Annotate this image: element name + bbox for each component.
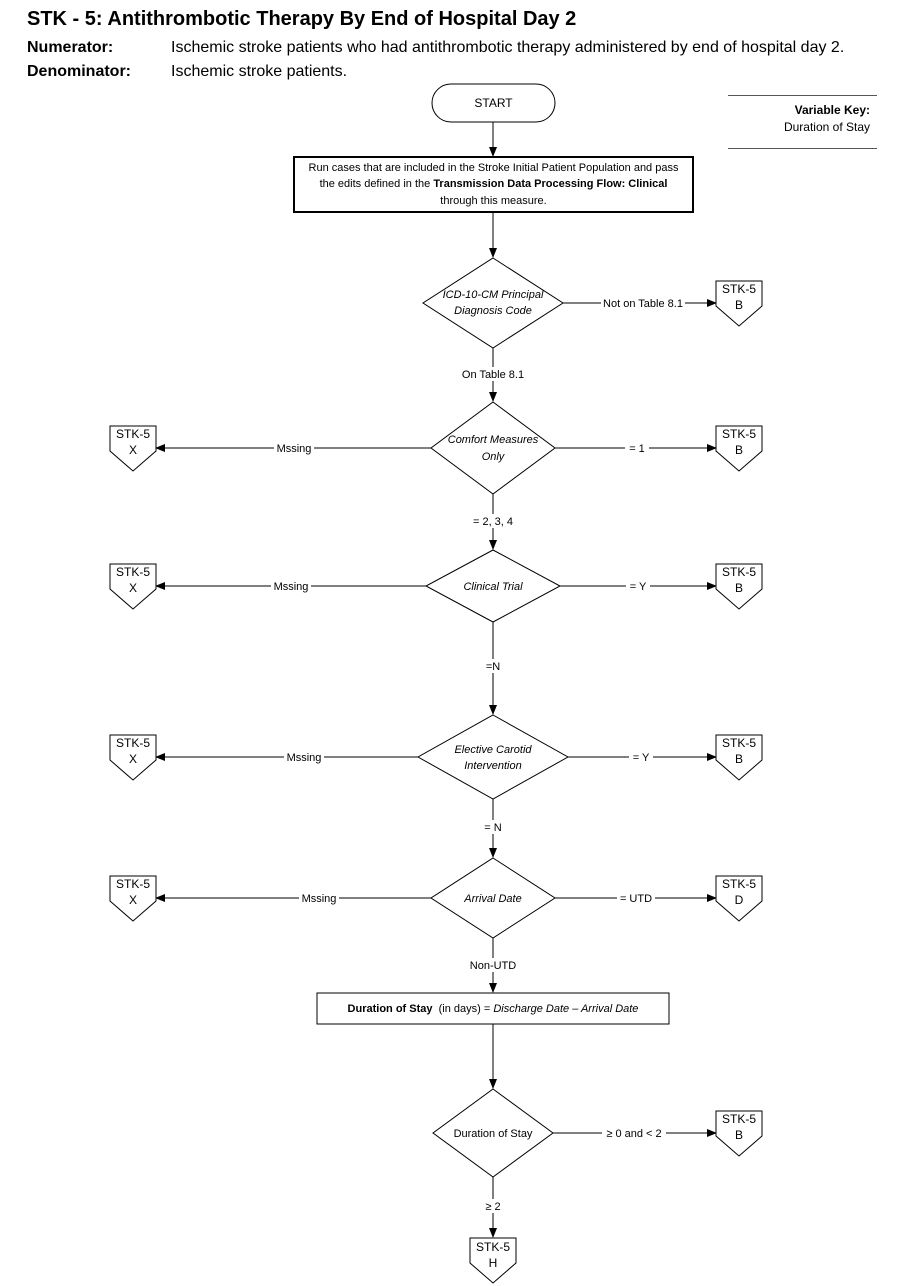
svg-text:B: B xyxy=(735,443,743,457)
connector-d5-right: STK-5 D xyxy=(715,875,763,922)
start-terminal: START xyxy=(431,83,556,123)
svg-text:STK-5: STK-5 xyxy=(116,736,150,750)
connector-d5-left: STK-5 X xyxy=(109,875,157,922)
d4-down-label: = N xyxy=(484,822,501,834)
svg-text:STK-5: STK-5 xyxy=(722,1112,756,1126)
connector-d2-left: STK-5 X xyxy=(109,425,157,472)
variable-key-bottom-rule xyxy=(728,148,877,149)
variable-key-title: Variable Key: xyxy=(794,103,870,117)
svg-text:STK-5: STK-5 xyxy=(722,282,756,296)
svg-text:H: H xyxy=(489,1256,498,1270)
d4-line1: Elective Carotid xyxy=(454,744,532,756)
d3-down-label: =N xyxy=(486,661,500,673)
numerator-label: Numerator: xyxy=(27,39,114,56)
connector-d3-left: STK-5 X xyxy=(109,563,157,610)
d4-left-label: Mssing xyxy=(287,752,322,764)
d1-down-label: On Table 8.1 xyxy=(462,369,524,381)
svg-text:X: X xyxy=(129,581,137,595)
d2-line1: Comfort Measures xyxy=(448,434,539,446)
duration-calc-text: Duration of Stay (in days) = Discharge D… xyxy=(348,1003,639,1015)
connector-d1-right: STK-5 B xyxy=(715,280,763,327)
page-title: STK - 5: Antithrombotic Therapy By End o… xyxy=(27,8,577,30)
d5-down-label: Non-UTD xyxy=(470,960,517,972)
svg-text:STK-5: STK-5 xyxy=(116,877,150,891)
svg-text:STK-5: STK-5 xyxy=(722,427,756,441)
d4-line2: Intervention xyxy=(464,760,521,772)
run-cases-line2: the edits defined in the Transmission Da… xyxy=(320,178,668,190)
decision-comfort-measures: Comfort Measures Only xyxy=(430,401,556,495)
decision-arrival-date: Arrival Date xyxy=(430,857,556,939)
d3-line1: Clinical Trial xyxy=(463,581,523,593)
decision-clinical-trial: Clinical Trial xyxy=(424,549,562,623)
svg-text:B: B xyxy=(735,1128,743,1142)
connector-d3-right: STK-5 B xyxy=(715,563,763,610)
start-label: START xyxy=(474,96,513,110)
d3-left-label: Mssing xyxy=(274,581,309,593)
connector-d6-down: STK-5 H xyxy=(469,1237,517,1284)
connector-d4-right: STK-5 B xyxy=(715,734,763,781)
run-cases-line3: through this measure. xyxy=(440,195,546,207)
d1-line2: Diagnosis Code xyxy=(454,305,532,317)
d1-line1: ICD-10-CM Principal xyxy=(443,289,544,301)
variable-key-top-rule xyxy=(728,95,877,96)
d2-right-label: = 1 xyxy=(629,443,645,455)
svg-text:X: X xyxy=(129,752,137,766)
svg-text:STK-5: STK-5 xyxy=(722,736,756,750)
decision-elective-carotid: Elective Carotid Intervention xyxy=(416,714,570,800)
d5-line1: Arrival Date xyxy=(463,893,521,905)
denominator-text: Ischemic stroke patients. xyxy=(171,63,348,80)
svg-text:B: B xyxy=(735,752,743,766)
svg-text:STK-5: STK-5 xyxy=(722,877,756,891)
svg-text:B: B xyxy=(735,298,743,312)
svg-text:B: B xyxy=(735,581,743,595)
svg-text:STK-5: STK-5 xyxy=(476,1240,510,1254)
d6-line1: Duration of Stay xyxy=(454,1128,533,1140)
numerator-text: Ischemic stroke patients who had antithr… xyxy=(171,39,845,56)
svg-text:STK-5: STK-5 xyxy=(722,565,756,579)
connector-d2-right: STK-5 B xyxy=(715,425,763,472)
d1-right-label: Not on Table 8.1 xyxy=(603,298,683,310)
denominator-label: Denominator: xyxy=(27,63,131,80)
run-cases-box: Run cases that are included in the Strok… xyxy=(293,156,694,213)
d5-right-label: = UTD xyxy=(620,893,652,905)
d2-line2: Only xyxy=(482,451,506,463)
svg-text:STK-5: STK-5 xyxy=(116,565,150,579)
d6-down-label: ≥ 2 xyxy=(485,1201,500,1213)
d4-right-label: = Y xyxy=(633,752,650,764)
decision-duration-of-stay: Duration of Stay xyxy=(432,1088,554,1178)
d3-right-label: = Y xyxy=(630,581,647,593)
svg-text:STK-5: STK-5 xyxy=(116,427,150,441)
connector-d6-right: STK-5 B xyxy=(715,1110,763,1157)
svg-text:X: X xyxy=(129,443,137,457)
svg-text:D: D xyxy=(735,893,744,907)
svg-text:X: X xyxy=(129,893,137,907)
decision-principal-diagnosis: ICD-10-CM Principal Diagnosis Code xyxy=(422,257,564,349)
d6-right-label: ≥ 0 and < 2 xyxy=(606,1128,661,1140)
d2-down-label: = 2, 3, 4 xyxy=(473,516,513,528)
connector-d4-left: STK-5 X xyxy=(109,734,157,781)
run-cases-line1: Run cases that are included in the Strok… xyxy=(309,162,679,174)
variable-key-item: Duration of Stay xyxy=(783,120,870,134)
d5-left-label: Mssing xyxy=(302,893,337,905)
d2-left-label: Mssing xyxy=(277,443,312,455)
duration-calc-box: Duration of Stay (in days) = Discharge D… xyxy=(316,992,670,1025)
